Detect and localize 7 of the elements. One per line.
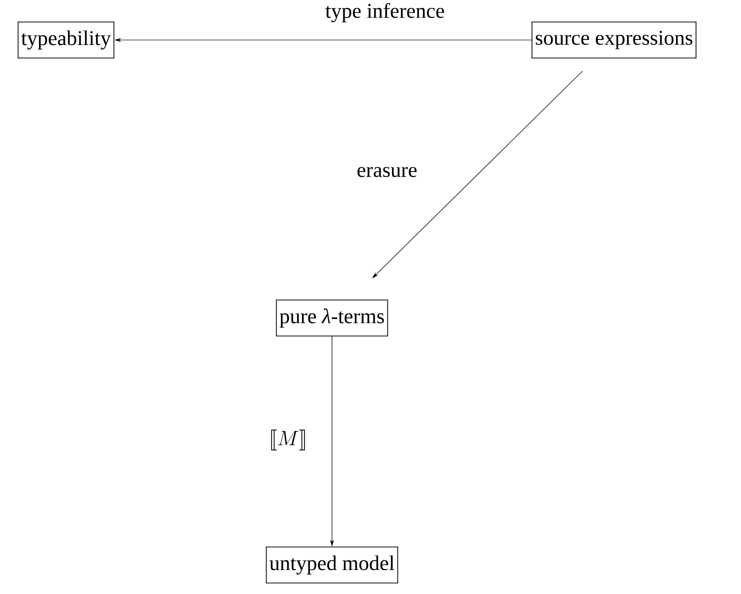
edge-label: type inference	[324, 2, 446, 23]
label-box: source expressions	[532, 22, 696, 58]
label-box: typeability	[18, 22, 114, 58]
edge-label: erasure	[356, 166, 418, 178]
label-box: pure λ-terms	[276, 300, 388, 336]
label-box: untyped model	[266, 546, 398, 584]
edge-label: $\llbracket M \rrbracket$	[268, 429, 308, 451]
